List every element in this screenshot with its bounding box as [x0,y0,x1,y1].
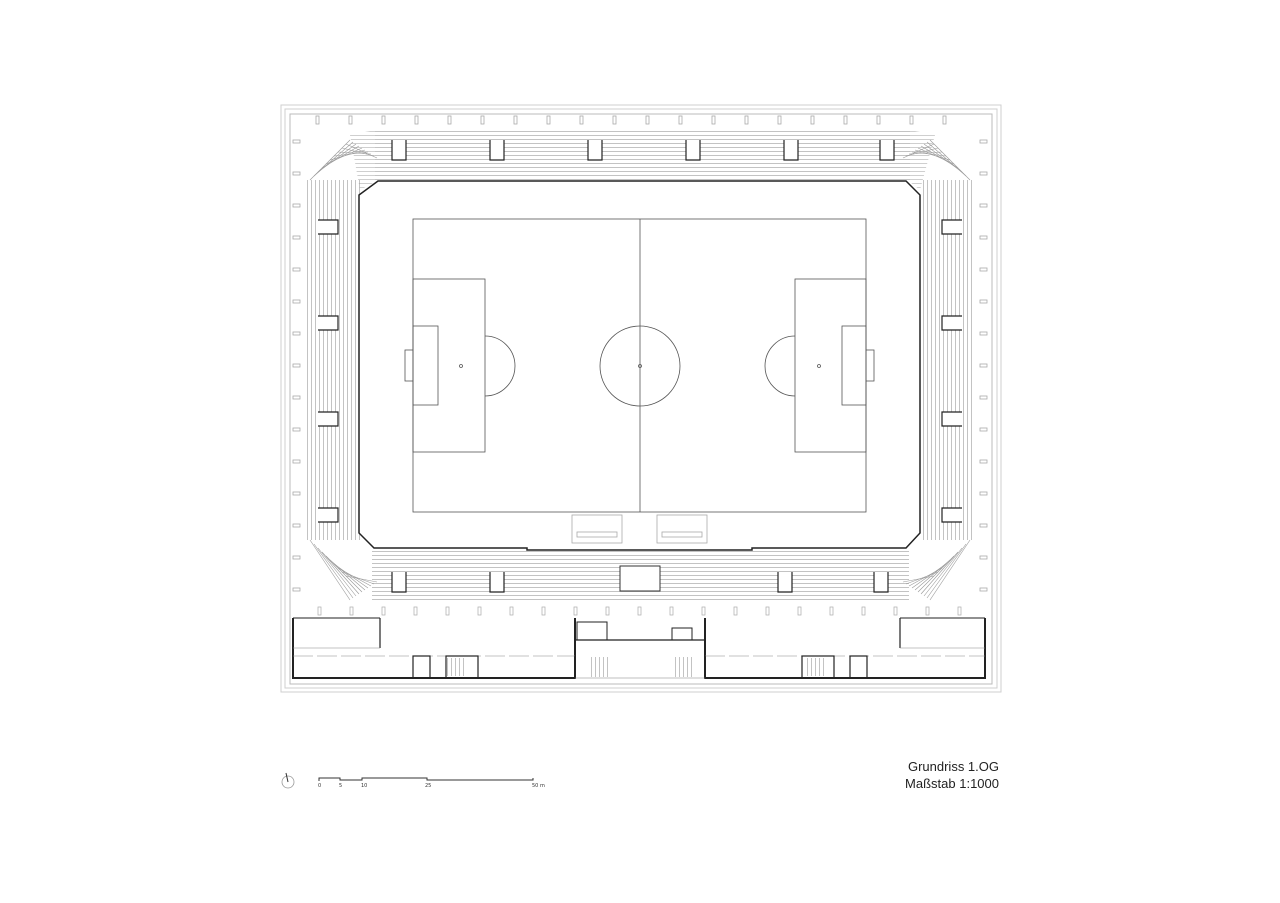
east-stand [920,180,975,540]
football-pitch [404,218,875,513]
vomitories [318,140,962,593]
scale-tick-5: 5 [339,783,343,789]
scale-bar [318,777,534,781]
site-boundary [280,104,1002,693]
scale-tick-50: 50 m [532,783,545,789]
west-stand [305,180,360,540]
drawing-caption: Grundriss 1.OG Maßstab 1:1000 [905,758,999,792]
main-building [292,617,986,679]
drawing-title: Grundriss 1.OG [907,759,999,774]
scale-tick-0: 0 [318,783,322,789]
scale-tick-25: 25 [425,783,432,789]
drawing-scale: Maßstab 1:1000 [905,776,999,791]
bowl-edge [358,180,921,551]
roof-columns-top [292,115,988,592]
scale-tick-10: 10 [361,783,368,789]
south-stand [372,550,909,603]
column-grid-south [317,606,962,616]
north-stand [350,130,935,190]
north-arrow-icon [281,772,295,789]
corner-stands [309,139,971,601]
team-benches [571,514,708,544]
